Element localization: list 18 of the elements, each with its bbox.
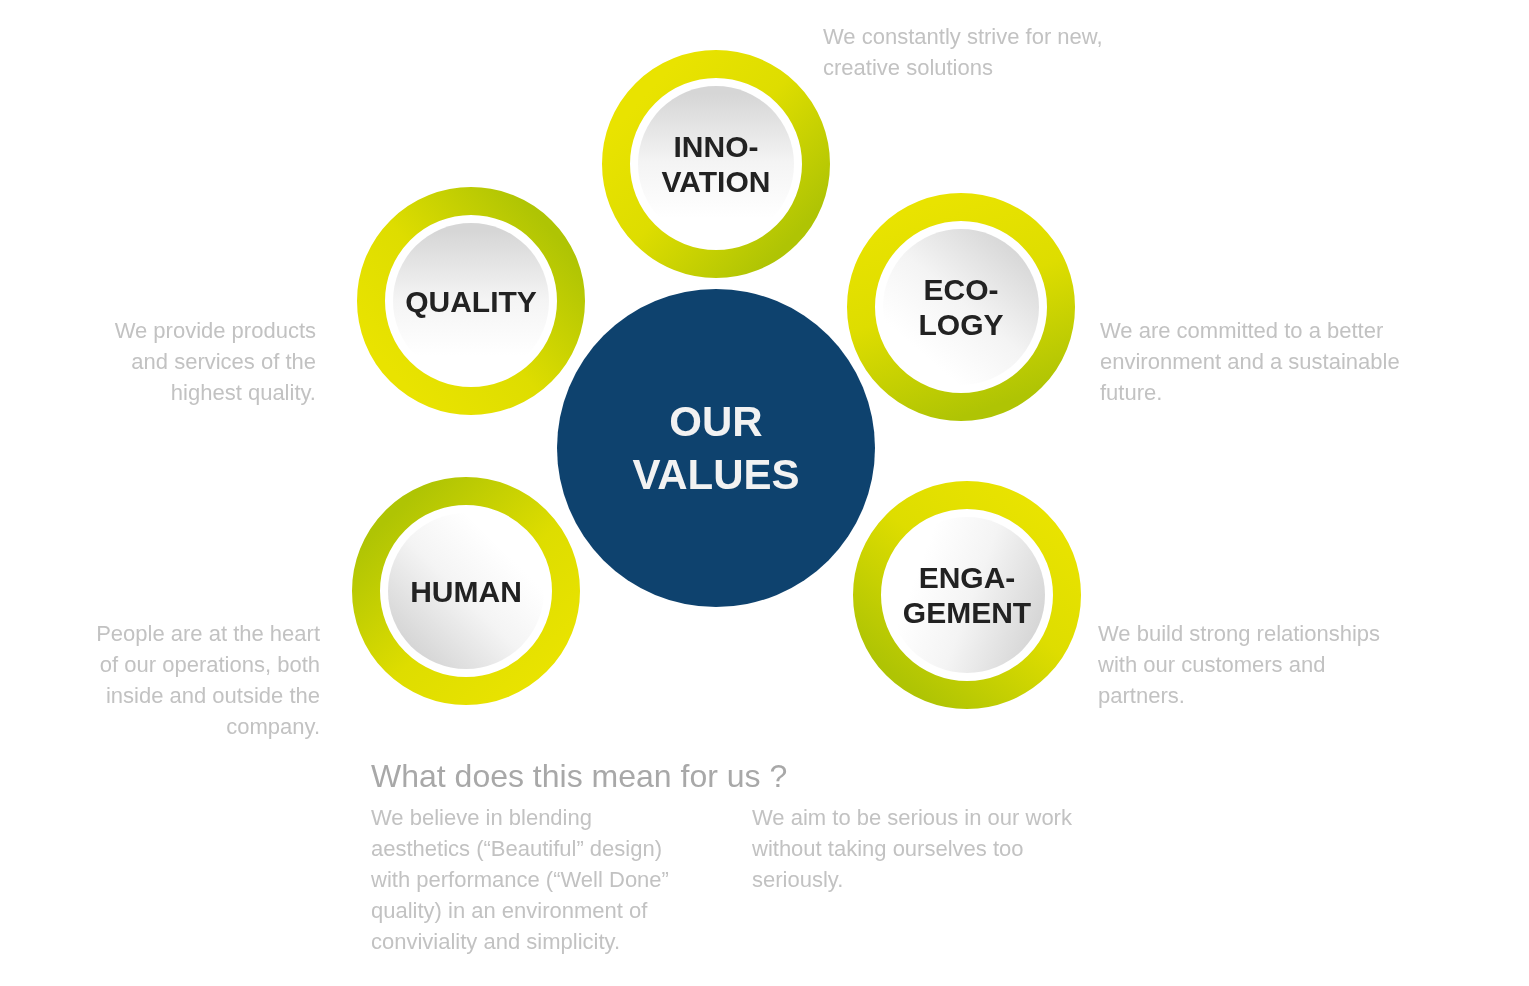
paragraph: We believe in blending aesthetics (“Beautiful” design) with performance (“Well Done” quality) in an environment of conviviality and simplicity. xyxy=(371,804,670,956)
value-description: We provide products and services of the highest quality. xyxy=(113,317,316,407)
value-ring xyxy=(853,481,1081,709)
value-title: ENGA- GEMENT xyxy=(901,560,1033,630)
section-heading: What does this mean for us ? xyxy=(371,757,789,795)
paragraph: We aim to be serious in our work without taking ourselves too seriously. xyxy=(752,804,1073,894)
value-description: We are committed to a better environment and a sustainable future. xyxy=(1100,317,1401,407)
value-description: We build strong relationships with our customers and partners. xyxy=(1098,620,1382,710)
value-description: We constantly strive for new, creative solutions xyxy=(823,23,1104,82)
value-title: ECO- LOGY xyxy=(917,272,1005,342)
hub-title: OUR VALUES xyxy=(631,397,801,500)
value-title: HUMAN xyxy=(409,573,523,609)
value-title: INNO- VATION xyxy=(660,129,772,199)
value-ring xyxy=(357,187,585,415)
value-title: QUALITY xyxy=(404,283,538,319)
value-ring xyxy=(352,477,580,705)
value-ring xyxy=(847,193,1075,421)
value-description: People are at the heart of our operations, both inside and outside the company. xyxy=(95,620,320,741)
